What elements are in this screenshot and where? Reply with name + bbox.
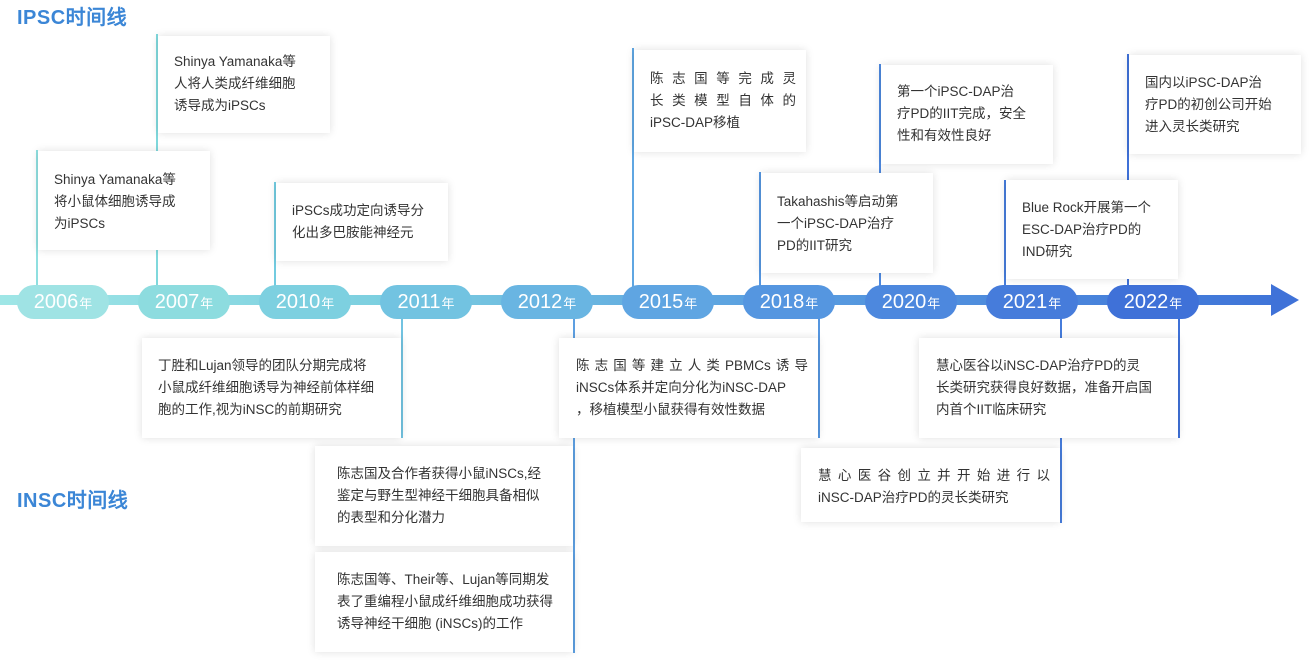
connector-2018-up	[759, 172, 761, 290]
event-line: 人将人类成纤维细胞	[174, 76, 296, 91]
event-line: 的表型和分化潜力	[337, 510, 445, 525]
event-line: 表了重编程小鼠成纤维细胞成功获得	[337, 594, 553, 609]
connector-2022-up	[1127, 54, 1129, 290]
event-line: 诱导神经干细胞 (iNSCs)的工作	[337, 616, 523, 631]
ipsc-event-2020: 第一个iPSC-DAP治 疗PD的IIT完成，安全 性和有效性良好	[881, 65, 1053, 164]
event-line: 慧心医谷以iNSC-DAP治疗PD的灵	[936, 358, 1141, 373]
event-line: 小鼠成纤维细胞诱导为神经前体样细	[158, 380, 374, 395]
year-pill-2022: 2022年	[1107, 285, 1199, 319]
event-line: Takahashis等启动第	[777, 194, 899, 209]
event-line: 国内以iPSC-DAP治	[1145, 75, 1263, 90]
event-line: 陈志国等、Their等、Lujan等同期发	[337, 572, 550, 587]
event-line: 丁胜和Lujan领导的团队分期完成将	[158, 358, 367, 373]
event-line: ，移植模型小鼠获得有效性数据	[576, 402, 765, 417]
year-pill-2021: 2021年	[986, 285, 1078, 319]
event-line: Blue Rock开展第一个	[1022, 200, 1152, 215]
event-line: 鉴定与野生型神经干细胞具备相似	[337, 488, 540, 503]
event-line: 为iPSCs	[54, 216, 106, 231]
event-line: Shinya Yamanaka等	[174, 54, 296, 69]
year-pill-2015: 2015年	[622, 285, 714, 319]
year-pill-2020: 2020年	[865, 285, 957, 319]
event-line: iPSCs成功定向诱导分	[292, 203, 425, 218]
ipsc-event-2022: 国内以iPSC-DAP治 疗PD的初创公司开始 进入灵长类研究	[1129, 55, 1301, 154]
event-line: 第一个iPSC-DAP治	[897, 84, 1015, 99]
event-line: 胞的工作,视为iNSC的前期研究	[158, 402, 342, 417]
event-line: 进入灵长类研究	[1145, 119, 1240, 134]
insc-event-2011: 陈志国及合作者获得小鼠iNSCs,经 鉴定与野生型神经干细胞具备相似 的表型和分…	[315, 446, 573, 546]
event-line: iPSC-DAP移植	[650, 115, 741, 130]
event-line: 疗PD的初创公司开始	[1145, 97, 1272, 112]
event-line: 陈志国等完成灵	[650, 71, 796, 86]
ipsc-event-2015: 陈志国等完成灵 长类模型自体的 iPSC-DAP移植	[634, 50, 806, 152]
event-line: 性和有效性良好	[897, 128, 992, 143]
connector-2006-up	[36, 150, 38, 290]
event-line: ESC-DAP治疗PD的	[1022, 222, 1142, 237]
year-pill-2006: 2006年	[17, 285, 109, 319]
ipsc-event-2018: Takahashis等启动第 一个iPSC-DAP治疗 PD的IIT研究	[761, 173, 933, 273]
event-line: 化出多巴胺能神经元	[292, 225, 414, 240]
year-pill-2012: 2012年	[501, 285, 593, 319]
connector-2011-down	[401, 312, 403, 438]
event-line: 一个iPSC-DAP治疗	[777, 216, 895, 231]
year-pill-2011: 2011年	[380, 285, 472, 319]
event-line: PD的IIT研究	[777, 238, 853, 253]
ipsc-event-2021: Blue Rock开展第一个 ESC-DAP治疗PD的 IND研究	[1006, 180, 1178, 279]
connector-2012-down	[573, 312, 575, 653]
insc-event-2021: 慧心医谷创立并开始进行以 iNSC-DAP治疗PD的灵长类研究	[801, 448, 1060, 522]
event-line: iNSC-DAP治疗PD的灵长类研究	[818, 490, 1009, 505]
insc-event-2022: 慧心医谷以iNSC-DAP治疗PD的灵 长类研究获得良好数据，准备开启国 内首个…	[919, 338, 1178, 438]
insc-event-2012: 陈志国等、Their等、Lujan等同期发 表了重编程小鼠成纤维细胞成功获得 诱…	[315, 552, 573, 652]
event-line: 慧心医谷创立并开始进行以	[818, 468, 1050, 483]
event-line: iNSCs体系并定向分化为iNSC-DAP	[576, 380, 787, 395]
ipsc-event-2007: Shinya Yamanaka等 人将人类成纤维细胞 诱导成为iPSCs	[158, 36, 330, 133]
year-pill-2007: 2007年	[138, 285, 230, 319]
insc-timeline-title: INSC时间线	[17, 490, 129, 512]
event-line: 疗PD的IIT完成，安全	[897, 106, 1027, 121]
event-line: 长类研究获得良好数据，准备开启国	[936, 380, 1152, 395]
event-line: 将小鼠体细胞诱导成	[54, 194, 176, 209]
year-pill-2018: 2018年	[743, 285, 835, 319]
connector-2015-up	[632, 48, 634, 290]
event-line: 内首个IIT临床研究	[936, 402, 1047, 417]
event-line: 诱导成为iPSCs	[174, 98, 266, 113]
connector-2022-down	[1178, 312, 1180, 438]
insc-event-2018: 陈志国等建立人类PBMCs诱导 iNSCs体系并定向分化为iNSC-DAP ，移…	[559, 338, 818, 438]
event-line: 长类模型自体的	[650, 93, 796, 108]
insc-event-2007: 丁胜和Lujan领导的团队分期完成将 小鼠成纤维细胞诱导为神经前体样细 胞的工作…	[142, 338, 401, 438]
ipsc-event-2006: Shinya Yamanaka等 将小鼠体细胞诱导成 为iPSCs	[38, 151, 210, 250]
ipsc-timeline-title: IPSC时间线	[17, 7, 128, 29]
event-line: 陈志国及合作者获得小鼠iNSCs,经	[337, 466, 542, 481]
year-pill-2010: 2010年	[259, 285, 351, 319]
event-line: IND研究	[1022, 244, 1073, 259]
ipsc-event-2010: iPSCs成功定向诱导分 化出多巴胺能神经元	[276, 183, 448, 261]
connector-2021-up	[1004, 180, 1006, 290]
event-line: 陈志国等建立人类PBMCs诱导	[576, 358, 808, 373]
event-line: Shinya Yamanaka等	[54, 172, 176, 187]
connector-2010-up	[274, 182, 276, 290]
connector-2018-down	[818, 312, 820, 438]
timeline-arrow-icon	[1271, 284, 1299, 316]
